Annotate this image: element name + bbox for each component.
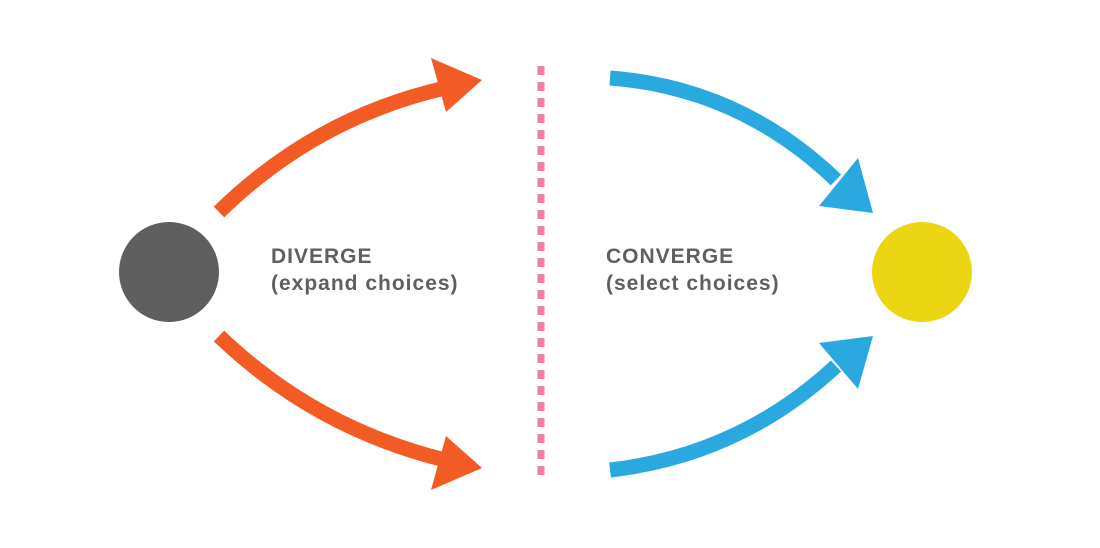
diverge-subtitle: (expand choices): [271, 272, 459, 295]
converge-arrow-bottom-shaft: [609, 360, 842, 478]
converge-arrow-top-shaft: [609, 70, 842, 186]
start-node: [119, 222, 219, 322]
diverge-title: DIVERGE: [271, 245, 373, 268]
converge-arrow-top-head: [819, 158, 873, 213]
diverge-arrow-up-head: [431, 58, 482, 112]
converge-arrow-bottom: [609, 336, 873, 478]
end-node: [872, 222, 972, 322]
diverge-arrow-down: [213, 330, 482, 490]
converge-arrow-top: [609, 70, 873, 213]
converge-subtitle: (select choices): [606, 272, 780, 295]
diverge-arrow-down-head: [431, 436, 482, 490]
converge-arrow-bottom-head: [819, 336, 873, 389]
converge-title: CONVERGE: [606, 245, 734, 268]
diverge-arrow-up: [213, 58, 482, 218]
diverge-arrow-down-shaft: [213, 330, 447, 468]
diverge-arrow-up-shaft: [213, 80, 447, 218]
